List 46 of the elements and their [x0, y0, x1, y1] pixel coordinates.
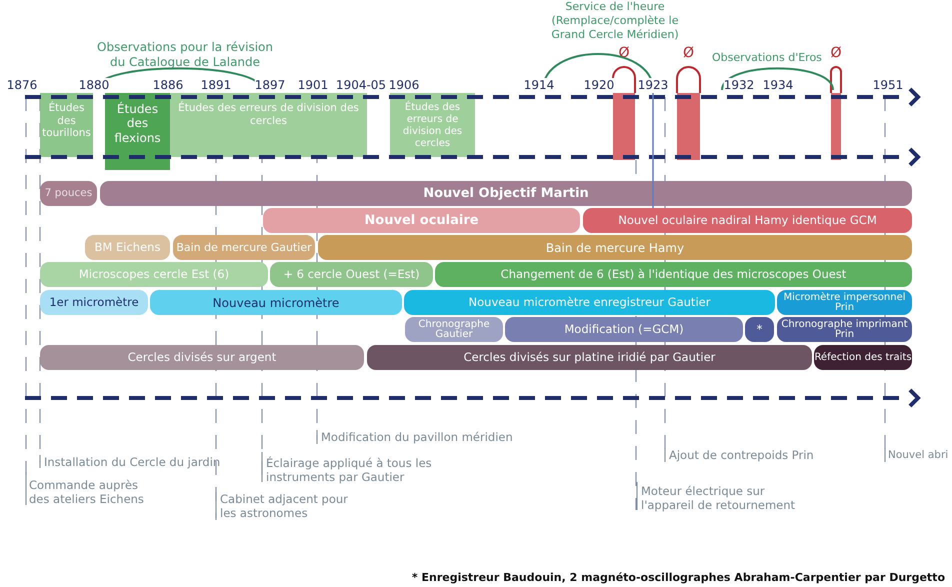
arc-caption: Observations pour la révision du Catalogue de Lalande — [96, 40, 274, 70]
event-note: Éclairage appliqué à tous les instruments par Gautier — [266, 456, 433, 485]
timeline-bar: 1er micromètre — [40, 290, 148, 315]
timeline-bar — [677, 93, 700, 160]
year-label: 1923 — [638, 78, 668, 93]
study-period-box: Études des tourillons — [40, 93, 93, 157]
timeline-bar: * — [745, 317, 774, 342]
timeline-bar: Chronographe imprimant Prin — [777, 317, 912, 342]
timeline-bar: Micromètre impersonnel Prin — [777, 290, 912, 315]
event-note: Nouvel abri — [888, 449, 948, 462]
timeline-bar: 7 pouces — [40, 181, 97, 206]
null-symbol: Ø — [682, 45, 694, 61]
timeline-bar: Réfection des traits — [814, 345, 912, 370]
event-note: Ajout de contrepoids Prin — [669, 448, 814, 462]
timeline-bar: Bain de mercure Gautier — [173, 235, 315, 260]
event-note: Commande auprès des ateliers Eichens — [29, 478, 145, 507]
event-note: Modification du pavillon méridien — [321, 430, 513, 444]
arc-caption: Observations d'Eros — [712, 51, 822, 65]
timeline-bar: Cercles divisés sur argent — [40, 345, 364, 370]
event-note: Moteur électrique sur l'appareil de retournement — [641, 484, 796, 513]
timeline-bar: Bain de mercure Hamy — [318, 235, 912, 260]
event-note: Installation du Cercle du jardin — [44, 455, 220, 470]
timeline-bar: + 6 cercle Ouest (=Est) — [270, 262, 433, 287]
timeline-bar: Nouvel Objectif Martin — [100, 181, 912, 206]
study-period-box: Études des flexions — [105, 93, 170, 170]
study-period-box: Études des erreurs de division des cercles — [390, 93, 475, 157]
study-period-box: Études des erreurs de division des cercles — [170, 93, 367, 157]
timeline-bar — [613, 93, 635, 160]
timeline-bar: Chronographe Gautier — [405, 317, 503, 342]
timeline-bar: Changement de 6 (Est) à l'identique des microscopes Ouest — [435, 262, 912, 287]
timeline-bar: BM Eichens — [85, 235, 170, 260]
footnote: * Enregistreur Baudouin, 2 magnéto-oscillographes Abraham-Carpentier par Durgetto — [412, 571, 945, 585]
timeline-bar: Nouvel oculaire nadiral Hamy identique GCM — [583, 208, 912, 233]
timeline-bar: Cercles divisés sur platine iridié par Gautier — [367, 345, 812, 370]
year-label: 1920 — [584, 78, 614, 93]
timeline-bar: Modification (=GCM) — [505, 317, 743, 342]
timeline-bar: Nouvel oculaire — [263, 208, 580, 233]
timeline-bar: Nouveau micromètre — [150, 290, 402, 315]
timeline-bar: Microscopes cercle Est (6) — [40, 262, 268, 287]
year-label: 1880 — [78, 78, 110, 93]
arc-caption: Service de l'heure (Remplace/complète le Grand Cercle Méridien) — [550, 0, 680, 42]
timeline-bar: Nouveau micromètre enregistreur Gautier — [404, 290, 775, 315]
null-symbol: Ø — [830, 45, 842, 61]
event-note: Cabinet adjacent pour les astronomes — [220, 492, 349, 521]
year-label: 1914 — [524, 78, 554, 93]
year-label: 1897 — [254, 78, 286, 93]
